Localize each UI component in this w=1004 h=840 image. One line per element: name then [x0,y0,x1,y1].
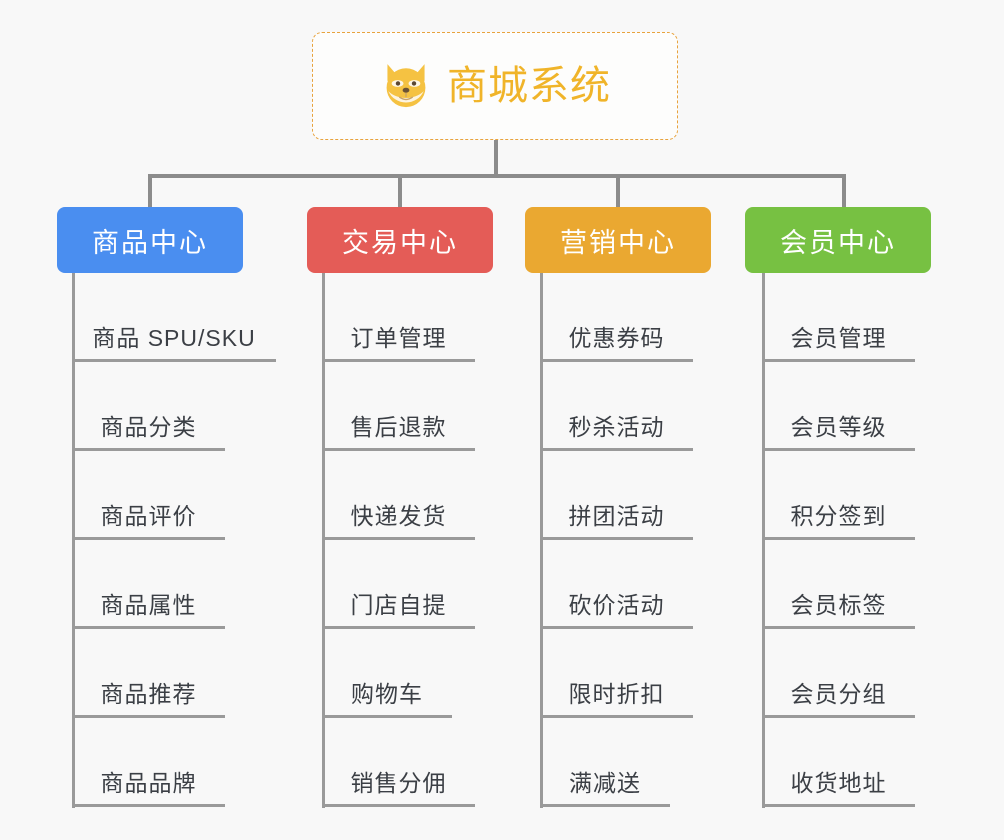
leaf-label: 满减送 [569,770,641,796]
leaf-item-1-2[interactable]: 商品分类 [72,362,225,451]
connector-horizontal-bus [148,174,846,178]
leaf-label: 砍价活动 [568,592,665,618]
leaf-item-2-6[interactable]: 销售分佣 [322,718,475,807]
connector-drop-3 [616,174,620,208]
leaf-item-2-2[interactable]: 售后退款 [322,362,475,451]
leaf-item-1-3[interactable]: 商品评价 [72,451,225,540]
category-label-4: 会员中心 [780,227,896,258]
leaf-item-2-5[interactable]: 购物车 [322,629,452,718]
leaf-item-2-4[interactable]: 门店自提 [322,540,475,629]
leaf-label: 会员管理 [790,325,887,351]
leaf-label: 订单管理 [350,325,447,351]
leaf-item-4-3[interactable]: 积分签到 [762,451,915,540]
root-node[interactable]: 商城系统 [312,32,678,140]
leaf-label: 积分签到 [790,503,887,529]
branch-trunk-4 [762,273,765,808]
leaf-item-1-5[interactable]: 商品推荐 [72,629,225,718]
leaf-item-4-2[interactable]: 会员等级 [762,362,915,451]
leaf-item-2-1[interactable]: 订单管理 [322,273,475,362]
leaf-label: 商品品牌 [100,770,197,796]
branch-trunk-1 [72,273,75,808]
leaf-label: 商品 SPU/SKU [92,325,256,351]
category-box-4[interactable]: 会员中心 [745,207,931,273]
leaf-item-4-6[interactable]: 收货地址 [762,718,915,807]
shiba-dog-face-icon [386,64,426,108]
leaf-item-3-6[interactable]: 满减送 [540,718,670,807]
connector-drop-1 [148,174,152,208]
branch-trunk-2 [322,273,325,808]
leaf-label: 门店自提 [350,592,447,618]
leaf-item-3-1[interactable]: 优惠券码 [540,273,693,362]
leaf-item-2-3[interactable]: 快递发货 [322,451,475,540]
leaf-label: 快递发货 [350,503,447,529]
category-box-2[interactable]: 交易中心 [307,207,493,273]
connector-drop-2 [398,174,402,208]
leaf-label: 购物车 [351,681,423,707]
leaf-item-3-5[interactable]: 限时折扣 [540,629,693,718]
branch-trunk-3 [540,273,543,808]
category-box-1[interactable]: 商品中心 [57,207,243,273]
leaf-label: 销售分佣 [350,770,447,796]
leaf-item-3-3[interactable]: 拼团活动 [540,451,693,540]
leaf-label: 售后退款 [350,414,447,440]
leaf-label: 收货地址 [790,770,887,796]
category-box-3[interactable]: 营销中心 [525,207,711,273]
leaf-item-3-4[interactable]: 砍价活动 [540,540,693,629]
leaf-label: 拼团活动 [568,503,665,529]
leaf-label: 商品推荐 [100,681,197,707]
leaf-item-4-1[interactable]: 会员管理 [762,273,915,362]
leaf-label: 商品评价 [100,503,197,529]
category-label-2: 交易中心 [342,227,458,258]
leaf-item-4-4[interactable]: 会员标签 [762,540,915,629]
leaf-item-3-2[interactable]: 秒杀活动 [540,362,693,451]
leaf-item-1-6[interactable]: 商品品牌 [72,718,225,807]
leaf-item-4-5[interactable]: 会员分组 [762,629,915,718]
leaf-label: 优惠券码 [568,325,665,351]
leaf-label: 限时折扣 [568,681,665,707]
leaf-item-1-1[interactable]: 商品 SPU/SKU [72,273,276,362]
leaf-label: 商品分类 [100,414,197,440]
connector-root-stem [494,140,498,176]
leaf-item-1-4[interactable]: 商品属性 [72,540,225,629]
leaf-label: 会员等级 [790,414,887,440]
category-label-3: 营销中心 [560,227,676,258]
category-label-1: 商品中心 [92,227,208,258]
connector-drop-4 [842,174,846,208]
leaf-label: 会员分组 [790,681,887,707]
root-title: 商城系统 [447,64,611,108]
leaf-label: 秒杀活动 [568,414,665,440]
leaf-label: 商品属性 [100,592,197,618]
leaf-label: 会员标签 [790,592,887,618]
